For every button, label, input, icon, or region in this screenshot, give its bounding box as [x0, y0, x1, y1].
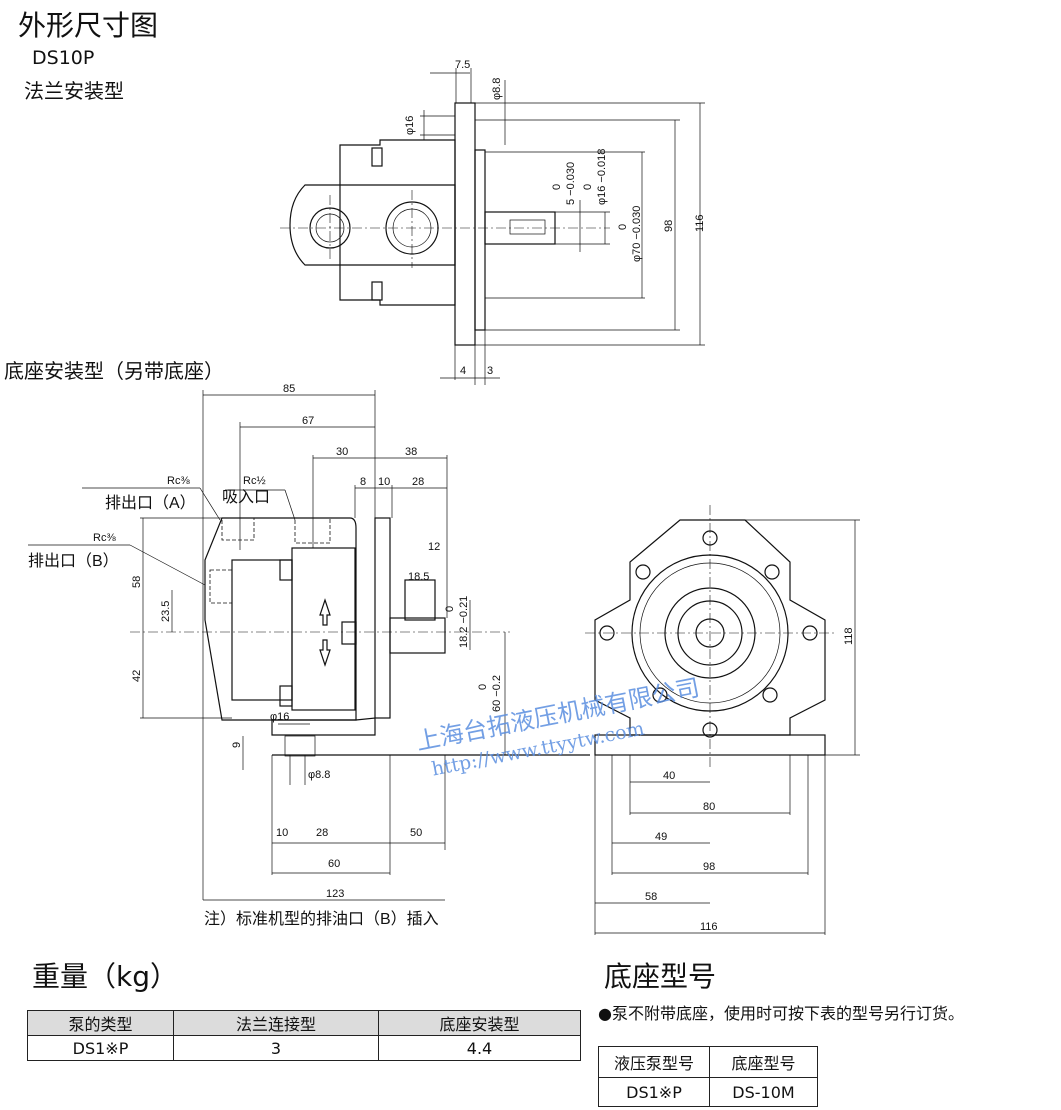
dim-116-front: 116 [700, 921, 718, 933]
dim-phi16: φ16 [404, 116, 416, 135]
dim-40: 40 [663, 770, 675, 782]
column-header: 泵的类型 [27, 1010, 174, 1036]
dim-58-front: 58 [645, 891, 657, 903]
dim-98-front: 98 [703, 861, 715, 873]
dim-phi8-8: φ8.8 [491, 78, 503, 100]
tol-16-top: 0 [582, 184, 594, 190]
table-header-row: 液压泵型号 底座型号 [598, 1046, 818, 1078]
tol-70: φ70 −0.030 [631, 206, 643, 262]
dim-23-5: 23.5 [160, 601, 172, 622]
page-title: 外形尺寸图 [18, 9, 159, 42]
dim-49: 49 [655, 831, 667, 843]
base-model-title: 底座型号 [604, 960, 717, 993]
tol-18-2: 18.2 −0.21 [458, 596, 470, 648]
dim-42: 42 [131, 670, 143, 682]
outlet-b-label: 排出口（B） [28, 552, 119, 570]
watermark: 上海台拓液压机械有限公司 http://www.ttyytw.com [414, 673, 702, 780]
base-model-note: ●泵不附带底座，使用时可按下表的型号另行订货。 [598, 1004, 964, 1023]
tol-70-top: 0 [617, 224, 629, 230]
dim-3: 3 [487, 365, 493, 377]
table-row: DS1※P DS-10M [598, 1077, 818, 1107]
model-label: DS10P [32, 47, 95, 69]
dim-67: 67 [302, 415, 314, 427]
base-pump-front-drawing: 40 80 49 98 58 116 118 [585, 505, 860, 935]
tol-5-top: 0 [551, 184, 563, 190]
rc-b-label: Rc⅜ [93, 532, 116, 544]
dim-38: 38 [405, 446, 417, 458]
weight-table: 泵的类型 法兰连接型 底座安装型 DS1※P 3 4.4 [27, 1010, 581, 1061]
dim-28: 28 [412, 476, 424, 488]
table-cell: 3 [173, 1035, 379, 1061]
dim-7-5: 7.5 [455, 59, 470, 71]
flange-pump-drawing: 7.5 φ8.8 φ16 0 5 −0.030 0 φ16 −0.018 0 φ… [280, 59, 706, 385]
dim-30: 30 [336, 446, 348, 458]
column-header: 底座型号 [709, 1046, 818, 1078]
rc-inlet-label: Rc½ [243, 475, 266, 487]
table-cell: DS1※P [27, 1035, 174, 1061]
dim-8: 8 [360, 476, 366, 488]
dim-b50: 50 [410, 827, 422, 839]
table-cell: DS-10M [709, 1077, 818, 1107]
dim-9: 9 [231, 742, 243, 748]
dim-116: 116 [694, 214, 706, 232]
table-cell: 4.4 [378, 1035, 581, 1061]
tol-60-top: 0 [477, 684, 489, 690]
outlet-a-label: 排出口（A） [105, 494, 196, 512]
tol-18-2-top: 0 [444, 606, 456, 612]
base-pump-side-drawing: 85 67 30 38 8 10 28 12 18.5 0 18.2 −0.21… [28, 383, 590, 928]
column-header: 底座安装型 [378, 1010, 581, 1036]
dim-phi16-bottom: φ16 [270, 711, 289, 723]
dim-12: 12 [428, 541, 440, 553]
inlet-label: 吸入口 [222, 489, 270, 506]
table-row: DS1※P 3 4.4 [27, 1035, 581, 1061]
dim-85: 85 [283, 383, 295, 395]
dim-118: 118 [843, 627, 855, 645]
dim-58: 58 [131, 576, 143, 588]
dim-80: 80 [703, 801, 715, 813]
tol-5: 5 −0.030 [565, 162, 577, 205]
note-text: 注）标准机型的排油口（B）插入 [204, 910, 439, 928]
column-header: 法兰连接型 [173, 1010, 379, 1036]
column-header: 液压泵型号 [598, 1046, 710, 1078]
dim-4: 4 [460, 365, 466, 377]
table-cell: DS1※P [598, 1077, 710, 1107]
weight-title: 重量（kg） [32, 960, 178, 993]
dim-18-5: 18.5 [408, 571, 429, 583]
dim-10: 10 [378, 476, 390, 488]
dim-b28: 28 [316, 827, 328, 839]
flange-type-label: 法兰安装型 [24, 79, 124, 103]
tol-60: 60 −0.2 [491, 675, 503, 712]
tol-16: φ16 −0.018 [596, 149, 608, 205]
dim-phi8-8-bottom: φ8.8 [308, 769, 330, 781]
dim-b10: 10 [276, 827, 288, 839]
dim-b60: 60 [328, 858, 340, 870]
base-type-label: 底座安装型（另带底座） [4, 359, 224, 383]
dim-98: 98 [663, 220, 675, 232]
rc-a-label: Rc⅜ [167, 475, 190, 487]
table-header-row: 泵的类型 法兰连接型 底座安装型 [27, 1010, 581, 1036]
dim-b123: 123 [326, 888, 344, 900]
base-model-table: 液压泵型号 底座型号 DS1※P DS-10M [598, 1046, 818, 1107]
